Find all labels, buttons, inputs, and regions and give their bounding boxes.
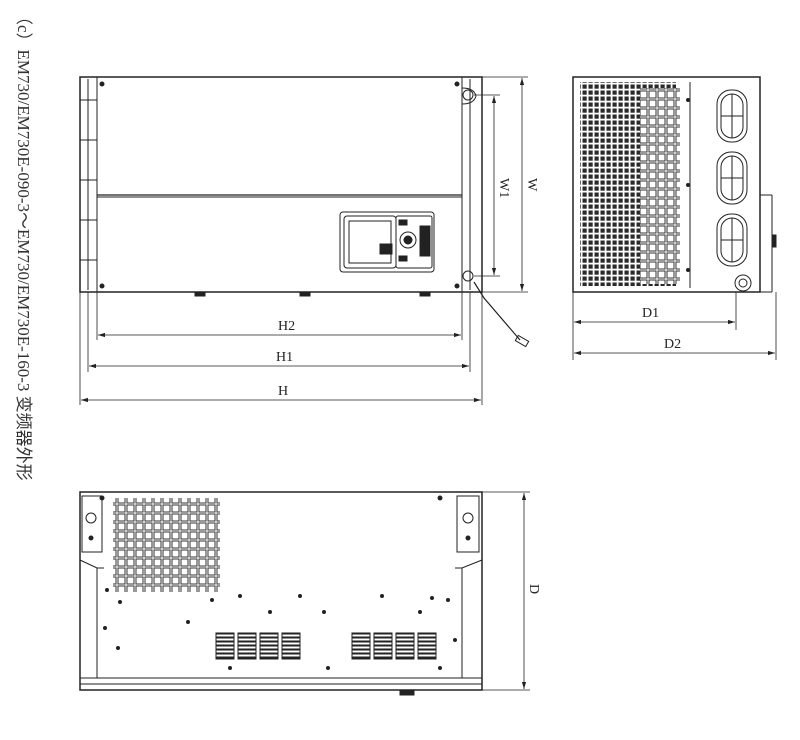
- side-dimensions: D1 D2: [572, 292, 777, 360]
- front-dimensions: H2 H1 H W1 W: [79, 76, 539, 405]
- dim-label-h1: H1: [276, 350, 293, 365]
- dim-label-w: W: [524, 178, 539, 192]
- bottom-view: [79, 491, 483, 696]
- dim-label-d1: D1: [642, 306, 659, 321]
- bottom-vents: [215, 632, 437, 660]
- dim-label-h: H: [278, 384, 288, 399]
- keypad-panel: [339, 211, 435, 273]
- bottom-dimensions: D: [482, 491, 541, 691]
- dim-label-h2: H2: [278, 319, 295, 334]
- bottom-outline: [79, 491, 483, 691]
- dim-label-d2: D2: [664, 337, 681, 352]
- front-view: [79, 76, 530, 348]
- dim-label-d: D: [526, 584, 541, 594]
- side-outline: [572, 76, 761, 293]
- mount-hole: [462, 89, 474, 101]
- fan-grilles: [716, 89, 748, 267]
- dim-label-w1: W1: [496, 178, 511, 198]
- front-outline: [79, 76, 483, 293]
- side-view: [572, 76, 777, 293]
- bottom-mesh: [113, 498, 220, 592]
- mount-hole: [462, 270, 474, 282]
